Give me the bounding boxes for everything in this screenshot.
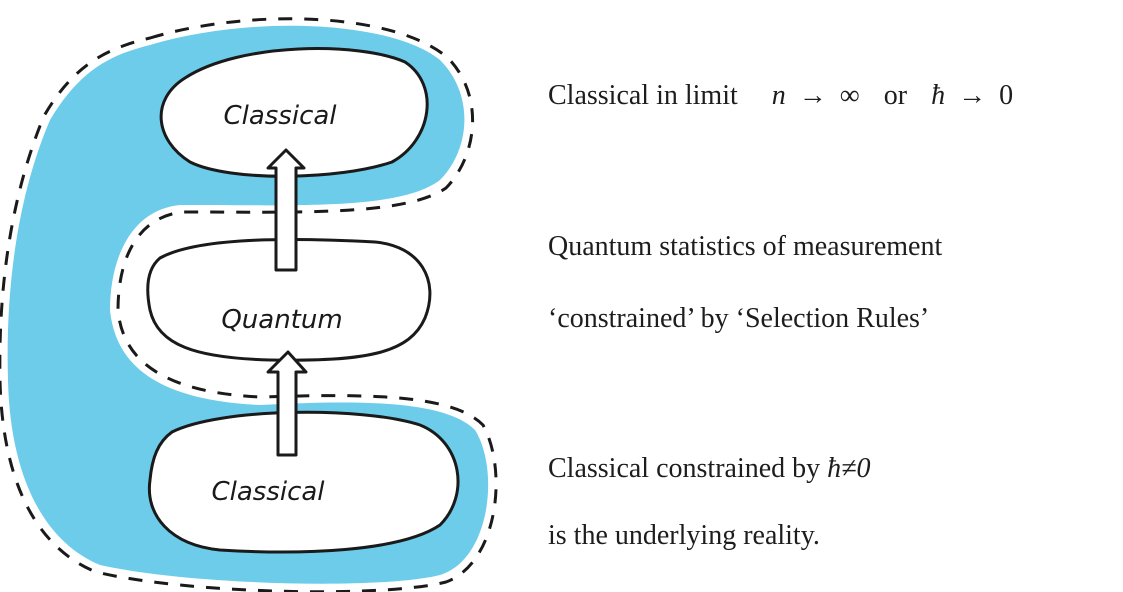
- caption-bottom-line2: is the underlying reality.: [548, 522, 820, 550]
- caption-bottom-line1: Classical constrained by ħ≠0: [548, 455, 871, 483]
- caption-top-math2-val: 0: [999, 80, 1013, 111]
- caption-top-math1-arrow: →: [799, 80, 827, 111]
- caption-bottom-math: ħ≠0: [827, 453, 870, 484]
- classical-top-label: Classical: [223, 101, 337, 131]
- caption-top-math2-arrow: →: [958, 80, 986, 111]
- caption-top-connector: or: [884, 80, 907, 111]
- quantum-label: Quantum: [221, 305, 342, 335]
- classical-bottom-label: Classical: [211, 477, 325, 507]
- caption-middle-line2: ‘constrained’ by ‘Selection Rules’: [548, 305, 929, 333]
- caption-top-text: Classical in limit: [548, 80, 738, 111]
- caption-top: Classical in limit n → ∞ or ħ → 0: [548, 82, 1013, 110]
- caption-top-math1-val: ∞: [840, 80, 860, 111]
- caption-bottom-text: Classical constrained by: [548, 453, 820, 484]
- caption-middle-line1: Quantum statistics of measurement: [548, 233, 942, 261]
- caption-top-math1-var: n: [772, 80, 786, 111]
- caption-top-math2-var: ħ: [931, 80, 945, 111]
